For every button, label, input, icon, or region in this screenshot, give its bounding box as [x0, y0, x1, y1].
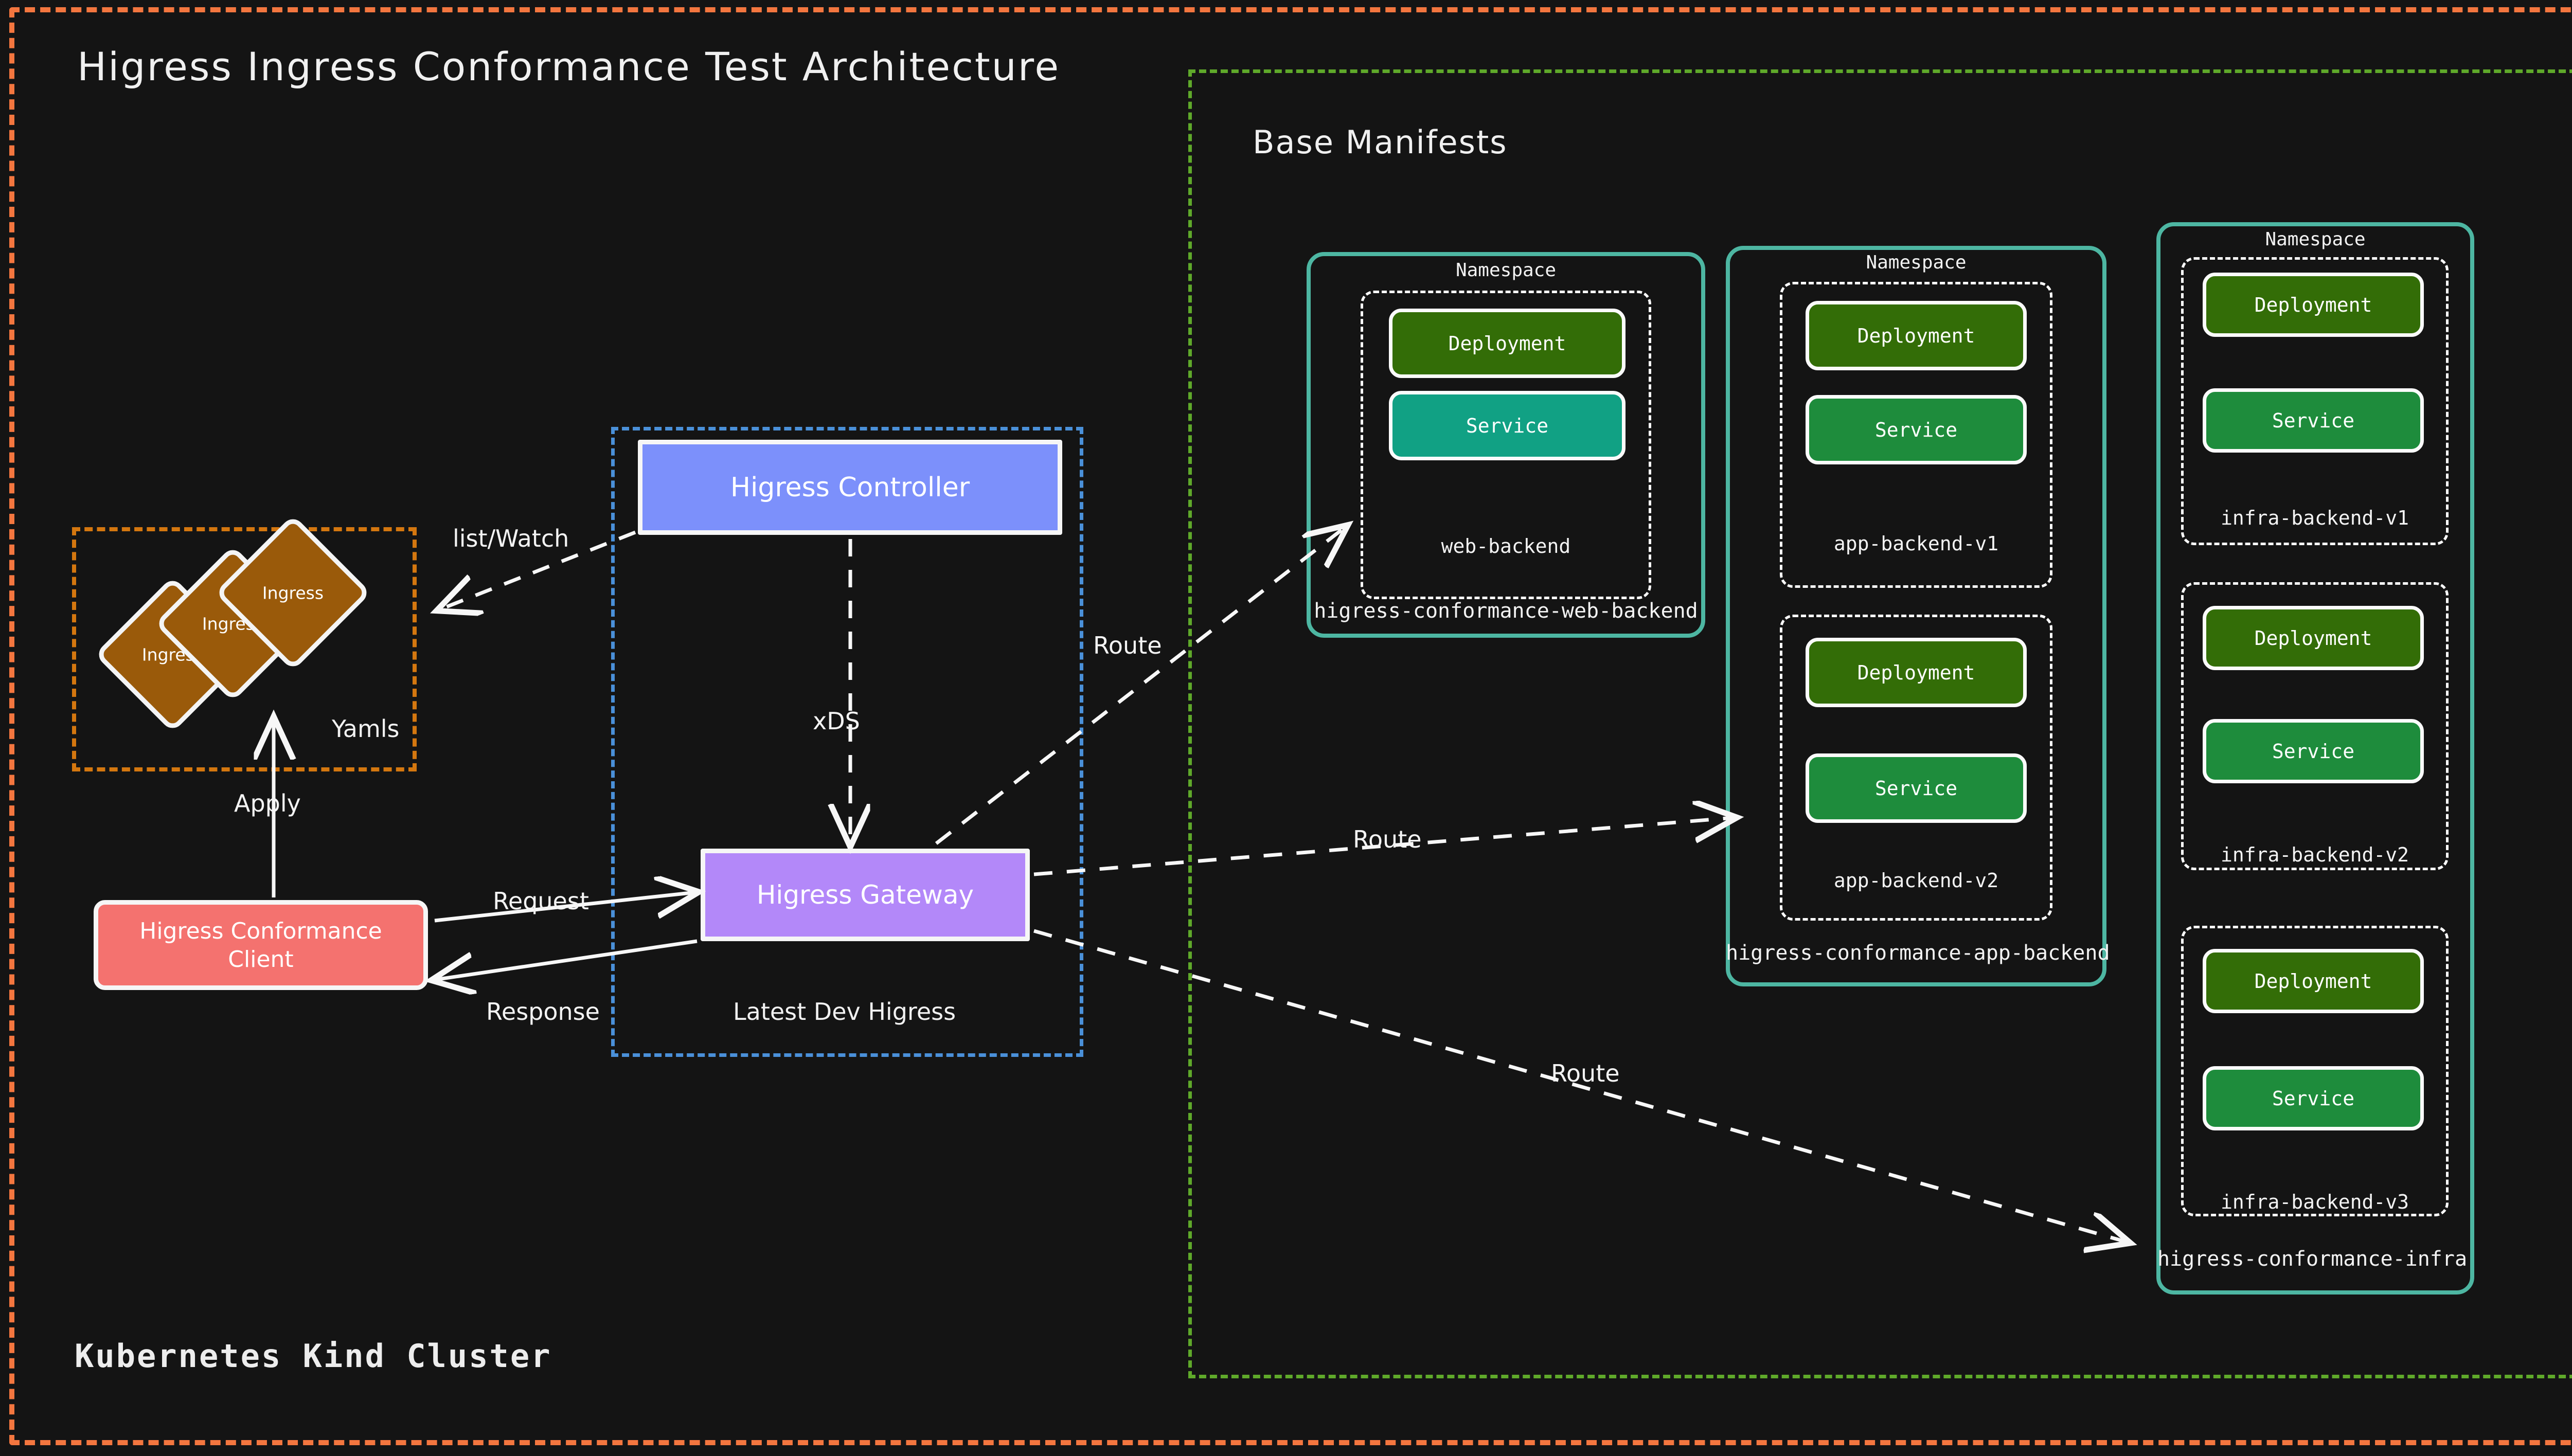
- deployment-box: Deployment: [1389, 309, 1626, 378]
- service-box: Service: [1389, 391, 1626, 460]
- namespace-inner-frame: [2181, 582, 2449, 870]
- service-box: Service: [2203, 719, 2424, 783]
- edge-label-route-app: Route: [1353, 825, 1422, 853]
- deployment-box: Deployment: [1806, 301, 2027, 370]
- namespace-outer-label: higress-conformance-web-backend: [1314, 599, 1698, 623]
- namespace-inner-label: web-backend: [1441, 535, 1571, 558]
- deployment-box: Deployment: [2203, 606, 2424, 670]
- client-label-line1: Higress Conformance: [139, 918, 382, 944]
- namespace-group-web-backend: [1307, 252, 1705, 638]
- namespace-inner-label: infra-backend-v3: [2220, 1191, 2409, 1213]
- namespace-inner-frame: [2181, 926, 2449, 1216]
- yamls-frame: [72, 527, 417, 771]
- namespace-outer-label: higress-conformance-infra: [2157, 1247, 2468, 1271]
- namespace-title: Namespace: [1866, 252, 1967, 273]
- client-label-line2: Client: [228, 946, 294, 973]
- service-box: Service: [1806, 395, 2027, 464]
- namespace-inner-frame: [1780, 282, 2052, 588]
- base-manifests-title: Base Manifests: [1253, 123, 1508, 161]
- edge-label-response: Response: [486, 998, 600, 1026]
- cluster-label: Kubernetes Kind Cluster: [75, 1337, 552, 1375]
- deployment-box: Deployment: [2203, 273, 2424, 337]
- namespace-group-infra: [2156, 222, 2474, 1295]
- conformance-client-box: Higress Conformance Client: [94, 900, 428, 990]
- higress-controller-box: Higress Controller: [638, 440, 1062, 535]
- edge-label-route-infra: Route: [1551, 1059, 1620, 1087]
- edge-label-request: Request: [493, 887, 589, 915]
- edge-label-list-watch: list/Watch: [453, 525, 569, 552]
- namespace-title: Namespace: [1455, 260, 1557, 281]
- kubernetes-cluster-frame: [9, 7, 2572, 1445]
- namespace-inner-frame: [2181, 257, 2449, 545]
- namespace-inner-frame: [1361, 291, 1651, 599]
- service-box: Service: [2203, 1066, 2424, 1130]
- ingress-card-label: Ingress: [262, 583, 324, 603]
- higress-gateway-box: Higress Gateway: [701, 849, 1030, 941]
- namespace-inner-label: infra-backend-v1: [2220, 507, 2409, 529]
- namespace-inner-frame: [1780, 615, 2052, 921]
- edge-label-xds: xDS: [813, 707, 860, 735]
- namespace-inner-label: app-backend-v2: [1833, 869, 1999, 892]
- latest-dev-higress-caption: Latest Dev Higress: [733, 998, 956, 1026]
- service-box: Service: [2203, 388, 2424, 453]
- edge-label-apply: Apply: [234, 789, 301, 817]
- namespace-inner-label: infra-backend-v2: [2220, 843, 2409, 866]
- namespace-inner-label: app-backend-v1: [1833, 532, 1999, 555]
- namespace-title: Namespace: [2265, 229, 2366, 250]
- page-title: Higress Ingress Conformance Test Archite…: [77, 44, 1061, 89]
- service-box: Service: [1806, 753, 2027, 823]
- yamls-label: Yamls: [332, 715, 400, 743]
- deployment-box: Deployment: [2203, 949, 2424, 1013]
- deployment-box: Deployment: [1806, 638, 2027, 707]
- namespace-outer-label: higress-conformance-app-backend: [1726, 941, 2110, 965]
- edge-label-route-web: Route: [1093, 632, 1162, 659]
